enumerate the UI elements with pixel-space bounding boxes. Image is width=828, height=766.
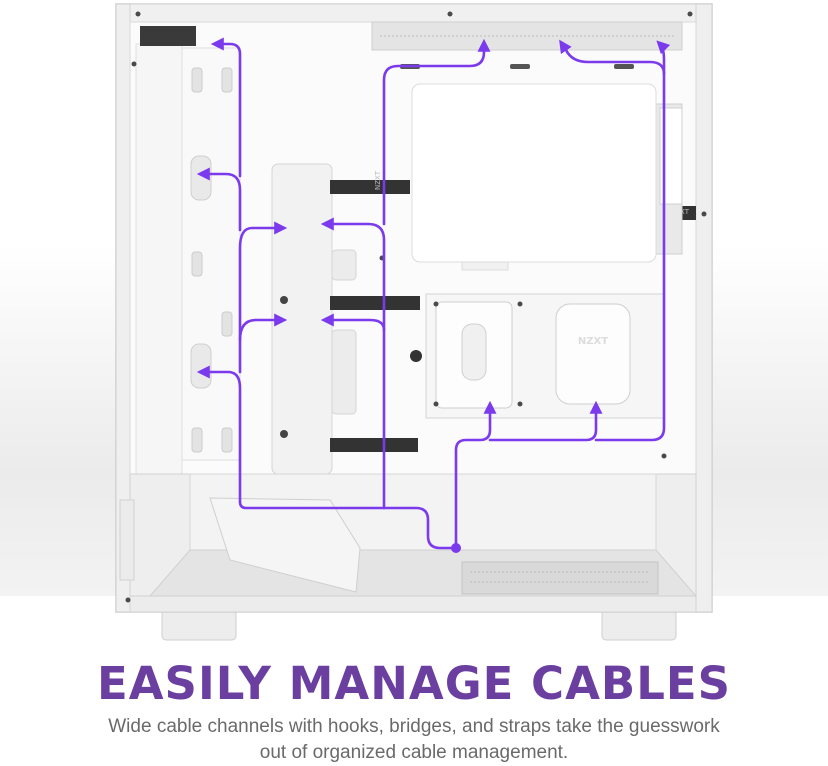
cable-origin-dot bbox=[451, 543, 461, 553]
cable-bar bbox=[271, 163, 357, 475]
floor bbox=[0, 596, 828, 766]
cable-routing-arrows bbox=[196, 37, 671, 550]
cable-grommets bbox=[190, 67, 233, 453]
motherboard-plate bbox=[411, 83, 657, 271]
case-feet bbox=[161, 609, 677, 641]
psu-chamber bbox=[119, 473, 698, 597]
top-vents bbox=[140, 21, 683, 69]
strap-logo: NZXT bbox=[374, 170, 382, 190]
drive-mounts: NZXT bbox=[410, 293, 665, 419]
drive-mount-logo: NZXT bbox=[578, 336, 608, 347]
pc-case-illustration: NZXT NZXT NZXT bbox=[115, 3, 713, 641]
screws bbox=[125, 11, 707, 603]
subheadline-line-2: out of organized cable management. bbox=[259, 742, 569, 763]
headline: EASILY MANAGE CABLES bbox=[96, 657, 732, 710]
subheadline: Wide cable channels with hooks, bridges,… bbox=[40, 714, 788, 766]
subheadline-line-1: Wide cable channels with hooks, bridges,… bbox=[108, 716, 720, 737]
